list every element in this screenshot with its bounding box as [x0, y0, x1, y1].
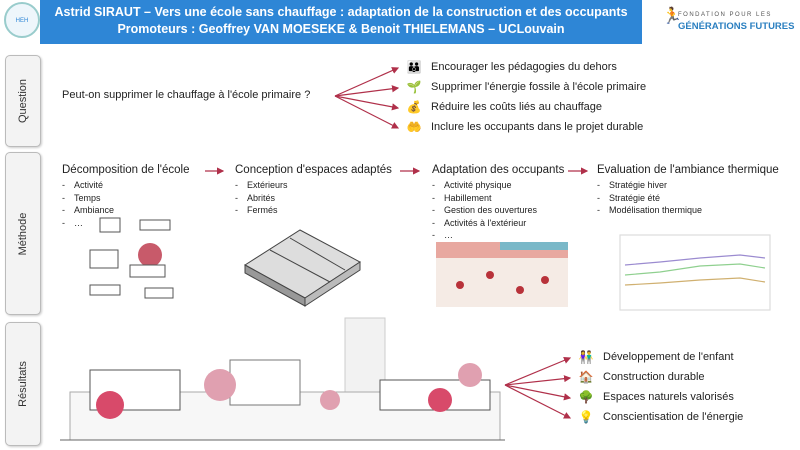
house-icon: 🏠 — [578, 370, 594, 384]
list-item: Abrités — [235, 192, 392, 205]
list-item: Modélisation thermique — [597, 204, 779, 217]
result-label: Espaces naturels valorisés — [603, 391, 734, 403]
method-step-title: Conception d'espaces adaptés — [235, 164, 392, 176]
list-item: Activité physique — [432, 179, 564, 192]
question-text: Peut-on supprimer le chauffage à l'école… — [62, 89, 311, 101]
list-item: Temps — [62, 192, 190, 205]
bulb-icon: 💡 — [578, 410, 594, 424]
money-icon: 💰 — [406, 100, 422, 114]
runner-icon: 🏃 — [662, 8, 682, 25]
building-axonometric-sketch — [244, 229, 361, 307]
section-question: Question — [5, 55, 41, 147]
method-step-title: Evaluation de l'ambiance thermique — [597, 164, 779, 176]
school-elevation-illustration — [60, 317, 505, 441]
school-logo: HEH — [4, 2, 40, 38]
method-step-decomposition: Décomposition de l'école ActivitéTempsAm… — [62, 164, 190, 229]
result-label: Développement de l'enfant — [603, 351, 734, 363]
title: Astrid SIRAUT – Vers une école sans chau… — [54, 5, 628, 19]
result-item: 👫 Développement de l'enfant — [577, 350, 734, 364]
header-banner: Astrid SIRAUT – Vers une école sans chau… — [40, 0, 642, 44]
list-item: Activité — [62, 179, 190, 192]
list-item: Extérieurs — [235, 179, 392, 192]
arrow — [334, 95, 400, 129]
arrow — [504, 356, 572, 386]
answer-item: 🌱 Supprimer l'énergie fossile à l'école p… — [405, 80, 647, 94]
arrow — [504, 375, 572, 386]
plant-icon: 🌱 — [406, 80, 422, 94]
arrow — [334, 95, 400, 111]
family-icon: 👪 — [406, 60, 422, 74]
list-item: Gestion des ouvertures — [432, 204, 564, 217]
result-item: 🏠 Construction durable — [577, 370, 705, 384]
list-item: … — [432, 229, 564, 242]
result-label: Construction durable — [603, 371, 705, 383]
school-logo-text: HEH — [15, 18, 29, 24]
method-step-conception: Conception d'espaces adaptés ExtérieursA… — [235, 164, 392, 217]
answer-item: 💰 Réduire les coûts liés au chauffage — [405, 100, 603, 114]
list-item: … — [62, 217, 190, 230]
children-outdoor-illustration — [436, 242, 568, 307]
foundation-logo-line1: FONDATION POUR LES — [678, 12, 772, 18]
answer-label: Réduire les coûts liés au chauffage — [431, 101, 603, 113]
arrow — [334, 85, 400, 97]
answer-item: 👪 Encourager les pédagogies du dehors — [405, 60, 617, 74]
arrow — [504, 384, 572, 401]
list-item: Stratégie hiver — [597, 179, 779, 192]
promoters: Promoteurs : Geoffrey VAN MOESEKE & Beno… — [117, 22, 565, 36]
section-resultats: Résultats — [5, 322, 41, 446]
foundation-logo: 🏃 FONDATION POUR LES GÉNÉRATIONS FUTURES — [660, 6, 800, 40]
thermal-chart-thumbnail — [619, 234, 771, 311]
result-item: 🌳 Espaces naturels valorisés — [577, 390, 734, 404]
answer-label: Supprimer l'énergie fossile à l'école pr… — [431, 81, 647, 93]
list-item: Fermés — [235, 204, 392, 217]
arrow — [334, 67, 400, 97]
answer-item: 🤲 Inclure les occupants dans le projet du… — [405, 120, 644, 134]
list-item: Activités à l'extérieur — [432, 217, 564, 230]
list-item: Ambiance — [62, 204, 190, 217]
method-step-title: Adaptation des occupants — [432, 164, 565, 176]
foundation-logo-line2: GÉNÉRATIONS FUTURES — [678, 21, 795, 32]
result-label: Conscientisation de l'énergie — [603, 411, 744, 423]
answer-label: Inclure les occupants dans le projet dur… — [431, 121, 644, 133]
method-step-evaluation: Evaluation de l'ambiance thermique Strat… — [597, 164, 779, 217]
method-step-title: Décomposition de l'école — [62, 164, 190, 176]
arrow — [504, 384, 572, 419]
children-icon: 👫 — [578, 350, 594, 364]
hand-leaf-icon: 🤲 — [406, 120, 422, 134]
answer-label: Encourager les pédagogies du dehors — [431, 61, 617, 73]
list-item: Habillement — [432, 192, 564, 205]
method-step-adaptation: Adaptation des occupants Activité physiq… — [432, 164, 564, 242]
section-methode: Méthode — [5, 152, 41, 315]
school-decomposition-sketches — [89, 217, 174, 299]
landscape-icon: 🌳 — [578, 390, 594, 404]
result-item: 💡 Conscientisation de l'énergie — [577, 410, 744, 424]
list-item: Stratégie été — [597, 192, 779, 205]
